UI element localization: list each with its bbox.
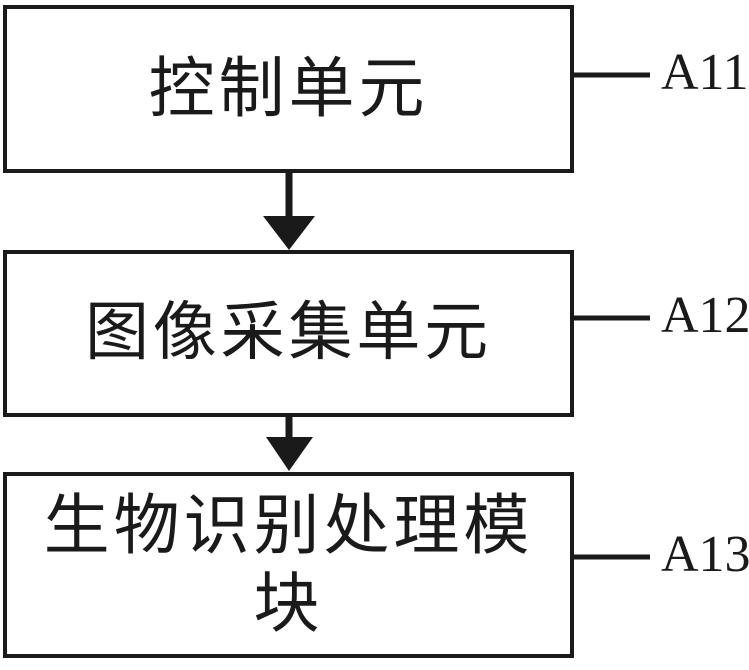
node-box-biometric-processing-module[interactable]: 生物识别处理模块 [3, 472, 574, 658]
arrow-head-control-to-capture [263, 216, 315, 250]
node-label-biometric-processing-module: 生物识别处理模块 [43, 487, 534, 642]
node-label-image-capture-unit: 图像采集单元 [84, 295, 493, 370]
node-box-image-capture-unit[interactable]: 图像采集单元 [3, 250, 574, 417]
arrow-control-to-capture [263, 173, 315, 250]
node-label-control-unit: 控制单元 [148, 50, 429, 128]
node-box-control-unit[interactable]: 控制单元 [3, 5, 574, 173]
reference-numeral-a12: A12 [661, 287, 749, 344]
arrow-head-capture-to-biometric [266, 437, 313, 471]
arrow-capture-to-biometric [266, 417, 313, 471]
reference-numeral-a11: A11 [661, 44, 749, 101]
reference-numeral-a13: A13 [661, 526, 749, 583]
